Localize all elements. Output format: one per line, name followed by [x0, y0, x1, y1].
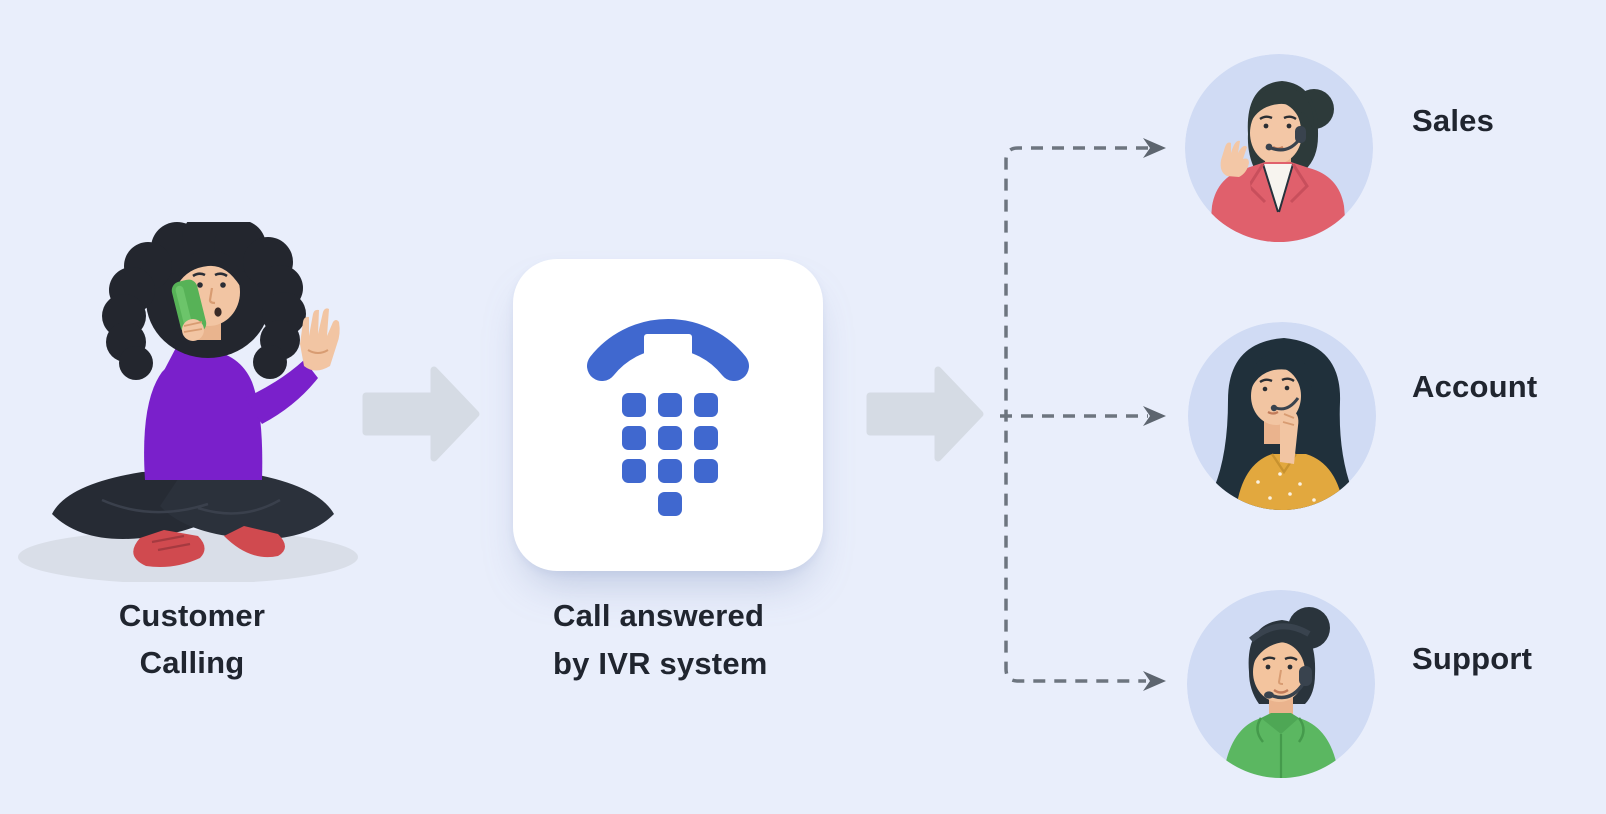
phone-keypad-icon	[587, 318, 749, 516]
dept-label-support: Support	[1412, 641, 1533, 676]
ivr-label: Call answered by IVR system	[553, 592, 853, 688]
ivr-label-line2: by IVR system	[553, 646, 768, 681]
arrow-right-icon	[866, 366, 984, 462]
dept-label-account: Account	[1412, 369, 1538, 404]
support-agent-avatar	[1187, 590, 1375, 778]
ivr-label-line1: Call answered	[553, 598, 765, 633]
customer-illustration	[18, 222, 358, 582]
dept-label-sales: Sales	[1412, 103, 1495, 138]
customer-label-line2: Calling	[139, 645, 245, 680]
arrow-right-icon	[362, 366, 480, 462]
sales-agent-avatar	[1185, 54, 1373, 242]
arrowhead-icon	[1143, 138, 1166, 158]
branch-connector	[1000, 138, 1166, 691]
arrowhead-icon	[1143, 406, 1166, 426]
customer-label: Customer Calling	[62, 592, 322, 686]
customer-label-line1: Customer	[118, 598, 266, 633]
account-agent-avatar	[1188, 322, 1376, 510]
arrowhead-icon	[1143, 671, 1166, 691]
ivr-card	[513, 259, 823, 571]
dept-circle-support	[1187, 590, 1375, 778]
dept-circle-sales	[1185, 54, 1373, 242]
dept-circle-account	[1188, 322, 1376, 510]
